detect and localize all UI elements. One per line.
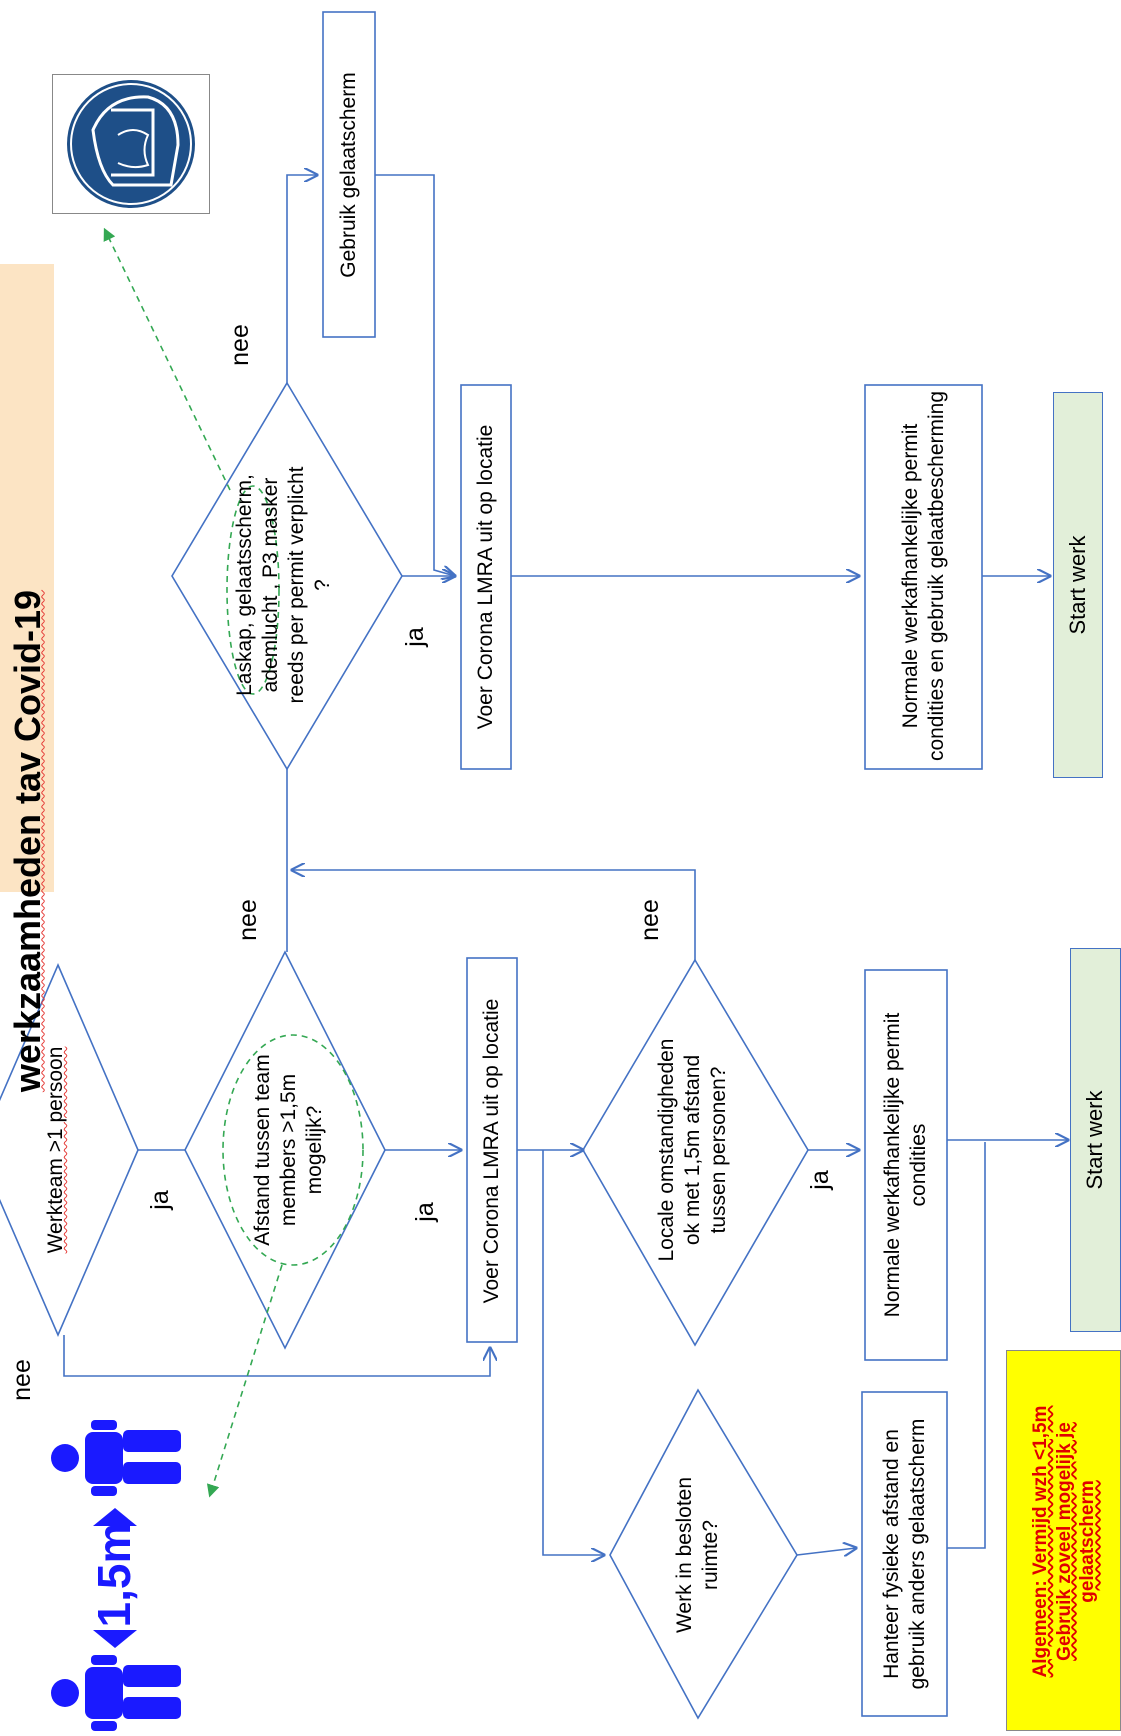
edge-label-nee-werkteam: nee xyxy=(7,1359,36,1401)
start-right-box xyxy=(1053,392,1103,778)
werkteam-diamond xyxy=(0,962,139,1338)
face-shield-mandatory-icon xyxy=(52,74,210,214)
start-left-box xyxy=(1070,948,1121,1332)
general-note: Algemeen: Vermijd wzh <1,5m Gebruik zove… xyxy=(1006,1350,1121,1731)
edge-label-ja-laskap: ja xyxy=(400,627,429,647)
locale-text: Locale omstandigheden ok met 1,5m afstan… xyxy=(654,1038,731,1262)
lmra-right-box xyxy=(460,384,512,770)
start-left-text: Start werk xyxy=(1082,1090,1108,1190)
edge-label-ja-locale: ja xyxy=(805,1170,834,1190)
distance-1-5m-icon: 1,5m xyxy=(45,1420,190,1731)
locale-diamond xyxy=(582,958,809,1347)
werk-besloten-diamond xyxy=(609,1388,798,1720)
hanteer-box xyxy=(861,1391,948,1717)
gebruik-gelaatscherm-text: Gebruik gelaatscherm xyxy=(336,72,360,278)
werkteam-text: Werkteam >1 persoon xyxy=(43,1046,67,1254)
edge-label-nee-afstand: nee xyxy=(233,899,262,941)
afstand-diamond xyxy=(184,950,386,1350)
lmra-left-text: Voer Corona LMRA uit op locatie xyxy=(479,998,503,1304)
edge-label-nee-laskap: nee xyxy=(225,324,254,366)
normale-right-box xyxy=(864,384,983,770)
werk-besloten-text: Werk in besloten ruimte? xyxy=(672,1476,722,1634)
distance-label: 1,5m xyxy=(88,1522,141,1628)
laskap-text: Laskap, gelaatsscherm, ademlucht , P3 ma… xyxy=(232,466,335,704)
general-note-text: Algemeen: Vermijd wzh <1,5m Gebruik zove… xyxy=(1029,1405,1099,1678)
normale-right-text: Normale werkafhankelijke permit conditie… xyxy=(898,390,948,762)
edge-label-ja-werkteam: ja xyxy=(145,1190,174,1210)
lmra-right-text: Voer Corona LMRA uit op locatie xyxy=(473,424,497,730)
normale-left-box xyxy=(864,969,948,1361)
afstand-text: Afstand tussen team members >1,5m mogeli… xyxy=(250,1054,327,1246)
normale-left-text: Normale werkafhankelijke permit conditie… xyxy=(880,1012,930,1318)
edge-label-nee-locale: nee xyxy=(635,899,664,941)
edge-label-ja-afstand: ja xyxy=(410,1202,439,1222)
hanteer-text: Hanteer fysieke afstand en gebruik ander… xyxy=(879,1418,929,1690)
start-right-text: Start werk xyxy=(1065,535,1091,635)
title-banner: werkzaamheden tav Covid-19 xyxy=(0,264,54,1092)
